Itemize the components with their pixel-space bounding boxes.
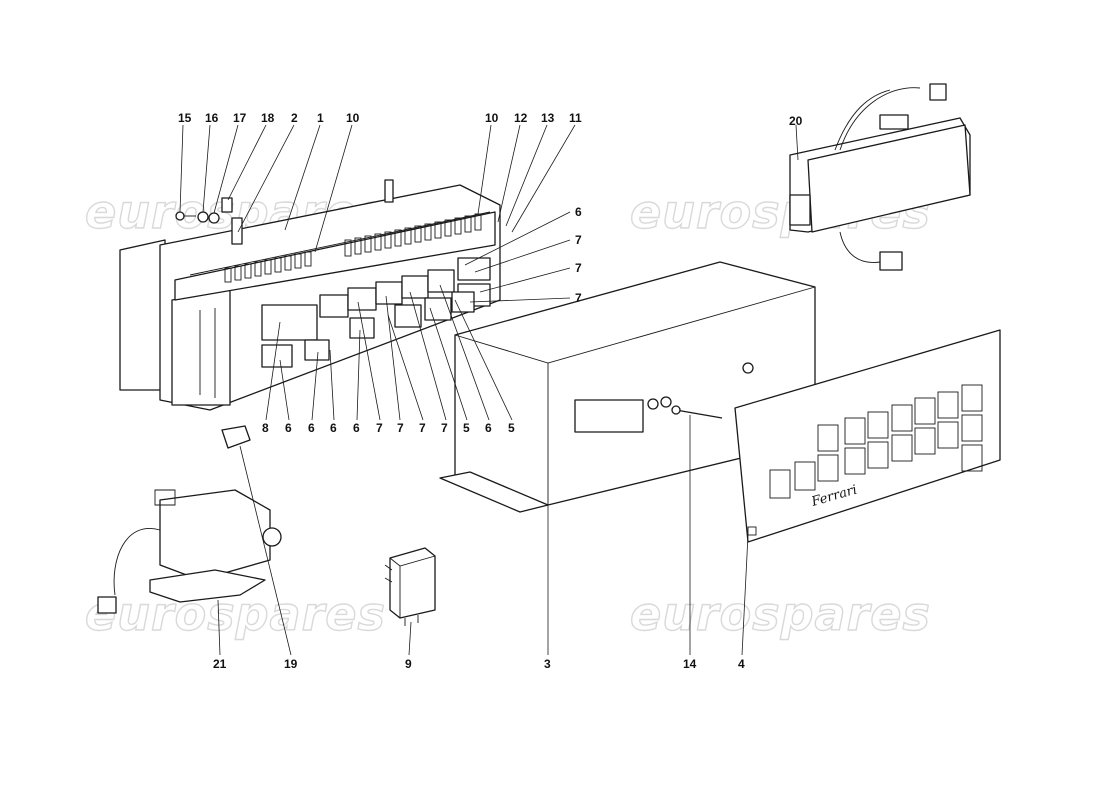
relay-group bbox=[261, 257, 491, 368]
callout-6: 6 bbox=[485, 421, 492, 435]
small-clip bbox=[221, 425, 251, 449]
long-screw bbox=[671, 405, 723, 419]
callout-10: 10 bbox=[485, 111, 499, 125]
callout-6: 6 bbox=[353, 421, 360, 435]
callout-5: 5 bbox=[463, 421, 470, 435]
callout-7: 7 bbox=[441, 421, 448, 435]
fuse-label-panel: Ferrari bbox=[734, 329, 1001, 543]
callout-6: 6 bbox=[330, 421, 337, 435]
fuse-relay-board bbox=[119, 179, 501, 411]
cover-box bbox=[439, 261, 816, 513]
callout-5: 5 bbox=[508, 421, 515, 435]
callout-15: 15 bbox=[178, 111, 192, 125]
callout-3: 3 bbox=[544, 657, 551, 671]
control-unit bbox=[789, 83, 971, 271]
callout-1: 1 bbox=[317, 111, 324, 125]
callout-10: 10 bbox=[346, 111, 360, 125]
watermark-bottom-right: eurospares bbox=[630, 587, 931, 641]
callout-6: 6 bbox=[285, 421, 292, 435]
callout-7: 7 bbox=[419, 421, 426, 435]
callout-18: 18 bbox=[261, 111, 275, 125]
callout-labels: 15 16 17 18 2 1 10 10 12 13 11 6 7 7 7 8… bbox=[178, 111, 803, 671]
callout-7: 7 bbox=[397, 421, 404, 435]
callout-13: 13 bbox=[541, 111, 555, 125]
callout-8: 8 bbox=[262, 421, 269, 435]
mount-bracket bbox=[231, 217, 243, 245]
callout-20: 20 bbox=[789, 114, 803, 128]
callout-11: 11 bbox=[569, 111, 582, 125]
callout-7: 7 bbox=[575, 261, 582, 275]
battery-switch bbox=[97, 489, 282, 614]
fuse-row bbox=[224, 213, 482, 283]
callout-12: 12 bbox=[514, 111, 528, 125]
mount-bracket bbox=[384, 179, 394, 203]
callout-6: 6 bbox=[575, 205, 582, 219]
callout-21: 21 bbox=[213, 657, 227, 671]
callout-17: 17 bbox=[233, 111, 247, 125]
callout-19: 19 bbox=[284, 657, 298, 671]
callout-2: 2 bbox=[291, 111, 298, 125]
callout-7: 7 bbox=[376, 421, 383, 435]
relay-module bbox=[384, 547, 436, 626]
leader-lines bbox=[179, 124, 799, 656]
callout-6: 6 bbox=[308, 421, 315, 435]
callout-4: 4 bbox=[738, 657, 745, 671]
callout-16: 16 bbox=[205, 111, 219, 125]
callout-9: 9 bbox=[405, 657, 412, 671]
callout-14: 14 bbox=[683, 657, 697, 671]
callout-7: 7 bbox=[575, 291, 582, 305]
callout-7: 7 bbox=[575, 233, 582, 247]
